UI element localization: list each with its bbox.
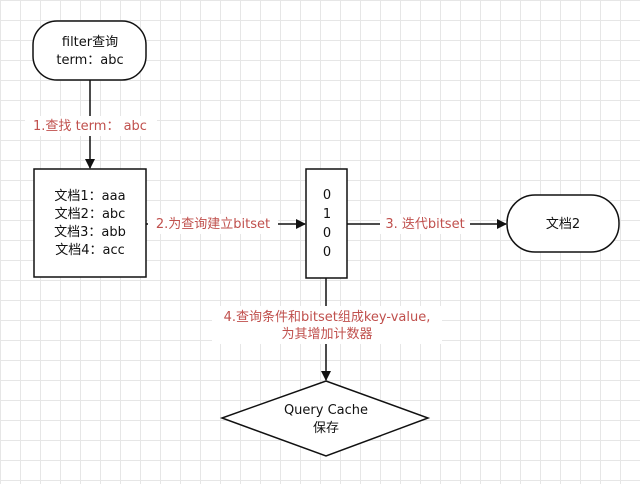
node-bitset-bit2: 1 <box>323 207 331 222</box>
node-bitset-bit3: 0 <box>323 226 331 241</box>
node-bitset-bit4: 0 <box>323 245 331 260</box>
node-documents <box>33 168 147 278</box>
edge-label-step2: 2.为查询建立bitset <box>156 217 270 232</box>
edge-label-step1: 1.查找 term： abc <box>33 119 147 134</box>
node-filter-query-line2: term：abc <box>56 53 123 68</box>
node-bitset-bit1: 0 <box>323 188 331 203</box>
node-documents-line4: 文档4：acc <box>55 243 125 258</box>
node-filter-query-line1: filter查询 <box>62 35 118 50</box>
node-result-doc-label: 文档2 <box>546 217 580 232</box>
node-filter-query <box>32 20 147 81</box>
edge-label-step4-line2: 为其增加计数器 <box>281 327 372 342</box>
node-bitset <box>305 168 348 279</box>
node-query-cache-line1: Query Cache <box>284 403 368 418</box>
edge-label-step4-line1: 4.查询条件和bitset组成key-value, <box>224 309 431 325</box>
node-documents-line2: 文档2：abc <box>55 207 126 222</box>
node-documents-line1: 文档1：aaa <box>54 189 125 204</box>
node-query-cache-line2: 保存 <box>313 421 339 436</box>
node-query-cache <box>219 380 431 457</box>
node-result-doc <box>506 194 620 253</box>
edge-label-step3: 3. 迭代bitset <box>385 217 464 232</box>
node-documents-line3: 文档3：abb <box>54 225 126 240</box>
